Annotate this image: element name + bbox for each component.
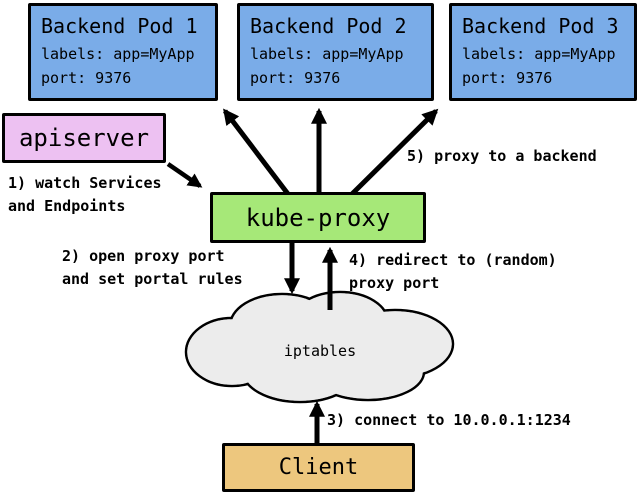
backend-pod-3-box: Backend Pod 3 labels: app=MyApp port: 93… [449, 3, 637, 101]
backend-pod-1-box: Backend Pod 1 labels: app=MyApp port: 93… [28, 3, 218, 101]
client-label: Client [278, 455, 359, 480]
iptables-label: iptables [283, 342, 357, 360]
client-box: Client [222, 443, 415, 492]
backend-pod-3-labels: labels: app=MyApp [462, 45, 616, 63]
kube-proxy-label: kube-proxy [245, 203, 391, 232]
arrow-kubeproxy-to-pod1 [223, 108, 290, 196]
backend-pod-3-title: Backend Pod 3 [462, 14, 619, 38]
backend-pod-2-labels: labels: app=MyApp [250, 45, 404, 63]
apiserver-label: apiserver [18, 124, 150, 152]
iptables-cloud [184, 290, 455, 404]
backend-pod-1-port: port: 9376 [41, 69, 132, 87]
backend-pod-2-port: port: 9376 [250, 69, 341, 87]
arrow-apiserver-to-kubeproxy [166, 162, 203, 188]
annotation-step5: 5) proxy to a backend [407, 147, 597, 165]
annotation-step3: 3) connect to 10.0.0.1:1234 [327, 411, 571, 429]
backend-pod-1-title: Backend Pod 1 [41, 14, 198, 38]
backend-pod-2-title: Backend Pod 2 [250, 14, 407, 38]
apiserver-box: apiserver [2, 113, 166, 163]
backend-pod-2-box: Backend Pod 2 labels: app=MyApp port: 93… [237, 3, 434, 101]
arrow-kubeproxy-to-pod3 [350, 108, 439, 196]
kube-proxy-box: kube-proxy [210, 192, 426, 243]
annotation-step1: 1) watch Services and Endpoints [8, 174, 162, 215]
annotation-step2: 2) open proxy port and set portal rules [62, 247, 243, 288]
annotation-step4: 4) redirect to (random) proxy port [349, 251, 557, 292]
backend-pod-1-labels: labels: app=MyApp [41, 45, 195, 63]
backend-pod-3-port: port: 9376 [462, 69, 553, 87]
